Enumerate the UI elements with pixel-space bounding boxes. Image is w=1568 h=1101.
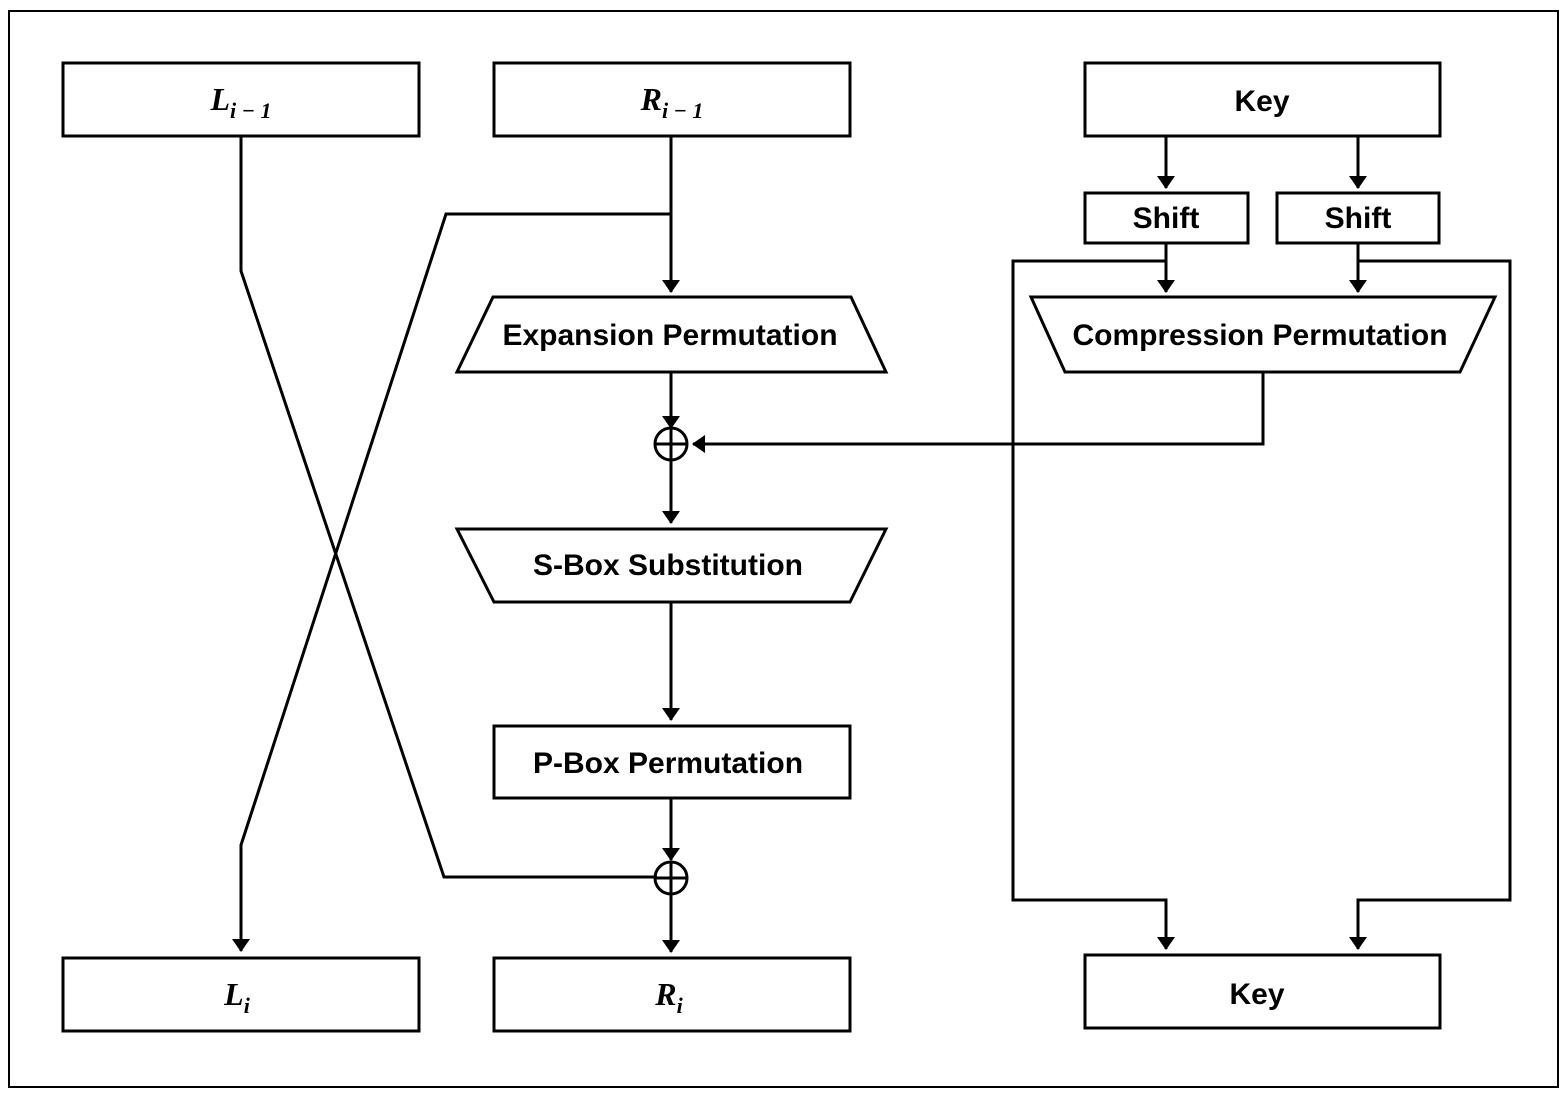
compression-permutation-label: Compression Permutation: [1072, 319, 1447, 352]
pbox-permutation-box: P-Box Permutation: [492, 724, 852, 800]
shift-left-box: Shift: [1083, 191, 1250, 245]
key-input-box: Key: [1083, 61, 1442, 138]
right-output-sub: i: [677, 993, 684, 1018]
svg-text:Ri: Ri: [654, 976, 683, 1018]
xor-symbol-lower: [653, 860, 689, 896]
left-input-main: L: [210, 81, 231, 117]
expansion-permutation-box: Expansion Permutation: [454, 295, 889, 374]
shift-right-box: Shift: [1275, 191, 1441, 245]
sbox-substitution-box: S-Box Substitution: [454, 527, 889, 604]
right-output-box: Ri: [492, 956, 852, 1033]
left-output-box: Li: [61, 956, 421, 1033]
right-output-main: R: [654, 976, 676, 1012]
pbox-permutation-label: P-Box Permutation: [533, 747, 803, 780]
compression-permutation-box: Compression Permutation: [1028, 295, 1498, 374]
right-input-main: R: [640, 81, 662, 117]
left-input-sub: i − 1: [230, 98, 271, 123]
sbox-substitution-label: S-Box Substitution: [533, 549, 803, 582]
right-input-sub: i − 1: [662, 98, 703, 123]
left-to-xor-line: [239, 137, 657, 879]
left-input-box: Li − 1: [61, 61, 421, 138]
left-key-bypass-line: [1011, 259, 1175, 950]
key-schedule-flow: [692, 137, 1512, 950]
left-output-sub: i: [244, 993, 251, 1018]
shift-left-label: Shift: [1133, 202, 1200, 235]
svg-text:Ri − 1: Ri − 1: [640, 81, 704, 123]
xor-symbol-upper: [653, 426, 689, 462]
left-output-main: L: [223, 976, 244, 1012]
right-to-left-output-line: [232, 212, 671, 952]
expansion-permutation-label: Expansion Permutation: [502, 319, 837, 352]
right-input-box: Ri − 1: [492, 61, 852, 138]
shift-right-label: Shift: [1325, 202, 1392, 235]
outer-frame: [8, 10, 1559, 1088]
subkey-to-xor-line: [692, 373, 1265, 453]
right-key-bypass-line: [1349, 259, 1512, 950]
svg-text:Li − 1: Li − 1: [210, 81, 272, 123]
key-output-box: Key: [1083, 953, 1442, 1030]
svg-text:Li: Li: [223, 976, 251, 1018]
left-half-crossing: [232, 137, 671, 952]
key-input-label: Key: [1234, 85, 1289, 118]
key-output-label: Key: [1229, 978, 1284, 1011]
